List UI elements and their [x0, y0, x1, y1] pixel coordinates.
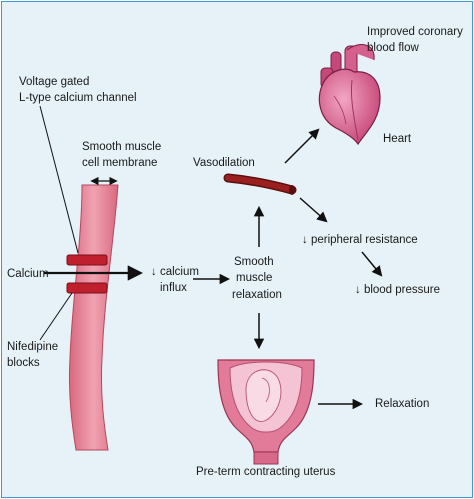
cell-membrane [68, 184, 119, 451]
label-heart: Heart [383, 133, 412, 145]
channel-lower-block [66, 282, 108, 294]
label-uterus: Pre-term contracting uterus [196, 466, 336, 478]
calcium-channel-icon [66, 254, 108, 266]
label-nifedipine-line1: Nifedipine [7, 341, 58, 353]
label-membrane-line1: Smooth muscle [82, 141, 161, 153]
label-coronary-line1: Improved coronary [367, 26, 463, 38]
label-smooth-muscle-relaxation-line2: muscle [236, 272, 272, 284]
label-blood-pressure: ↓ blood pressure [355, 284, 440, 296]
label-calcium-influx-line2: influx [160, 282, 187, 294]
arrow-resistance-to-bp [361, 251, 383, 277]
arrow-vessel-to-resistance [299, 197, 328, 223]
arrow-vasodilation-to-heart [284, 128, 320, 164]
label-relaxation: Relaxation [375, 398, 429, 410]
label-smooth-muscle-relaxation-line1: Smooth [234, 256, 274, 268]
label-calcium-influx-line1: ↓ calcium [151, 266, 199, 278]
label-membrane-line2: cell membrane [82, 157, 157, 169]
label-peripheral-resistance: ↓ peripheral resistance [302, 234, 418, 246]
label-coronary-line2: blood flow [367, 42, 419, 54]
label-calcium: Calcium [7, 268, 49, 280]
pointer-voltage-gated [39, 105, 79, 254]
pointer-nifedipine [39, 292, 73, 341]
uterus-icon [217, 359, 315, 465]
label-voltage-gated-line2: L-type calcium channel [19, 92, 137, 104]
label-nifedipine-line2: blocks [7, 357, 40, 369]
label-vasodilation: Vasodilation [193, 157, 255, 169]
heart-icon [318, 44, 381, 146]
label-smooth-muscle-relaxation-line3: relaxation [232, 289, 282, 301]
blood-vessel-icon [223, 173, 297, 195]
label-voltage-gated-line1: Voltage gated [19, 76, 89, 88]
